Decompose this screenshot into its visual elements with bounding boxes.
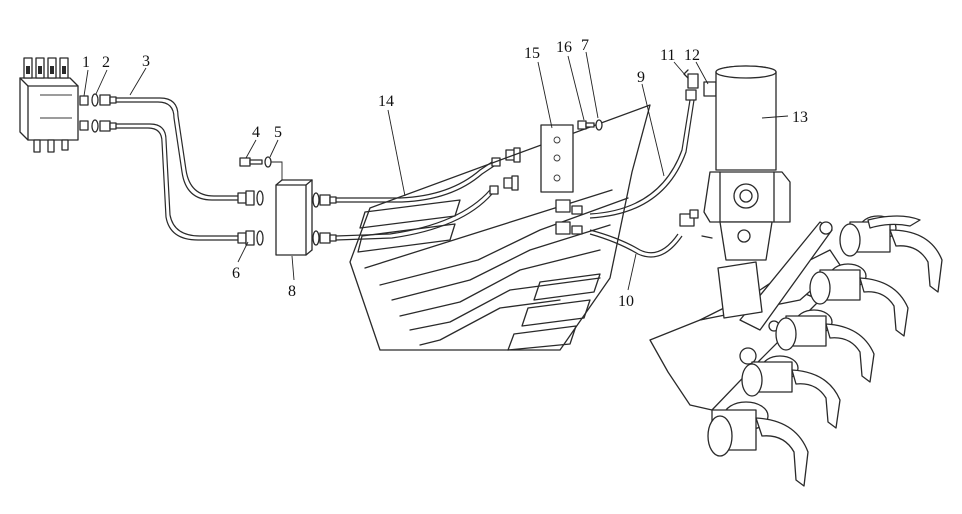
callout-15: 15 [524,45,540,62]
fitting-1-2-lower [79,119,117,133]
callout-5: 5 [274,124,282,141]
callout-7: 7 [581,37,589,54]
hose-10 [555,209,699,258]
callout-14: 14 [378,93,394,110]
elbow-fitting-11 [683,69,699,89]
bolt-16 [577,120,595,130]
frame-panel [349,104,651,351]
rotor-drum-3 [775,309,875,383]
callout-8: 8 [288,283,296,300]
fitting-12 [703,81,717,97]
rotor-drum-2 [809,263,909,337]
pin-near-cylinder [701,235,713,239]
callout-12: 12 [684,47,700,64]
callout-3: 3 [142,53,150,70]
callout-1: 1 [82,54,90,71]
callout-4: 4 [252,124,260,141]
callout-9: 9 [637,69,645,86]
callout-16: 16 [556,39,572,56]
rotor-drum-4 [741,355,841,429]
fitting-6-lower [237,230,264,246]
washer-7 [595,119,603,131]
hose-9 [555,89,697,219]
mounting-plate-15 [540,124,574,193]
hose-3-upper [116,97,238,201]
fitting-1-2-upper [79,93,117,107]
callout-11: 11 [660,47,675,64]
washer-5 [264,156,283,180]
callout-13: 13 [792,109,808,126]
callout-6: 6 [232,265,240,282]
tillage-frame [649,221,841,411]
fitting-block-8-right [312,192,337,246]
hydraulic-cylinder-13 [703,65,791,261]
bolt-4 [239,157,263,167]
control-valve-block [19,57,79,153]
valve-block-8 [275,179,313,256]
rotor-drum-5 [707,401,809,487]
hose-3-lower [116,123,238,241]
callout-2: 2 [102,54,110,71]
callout-10: 10 [618,293,634,310]
fitting-6-upper [237,190,264,206]
rotor-drum-1 [839,215,943,293]
leader-lines [83,51,789,291]
hose-lower-right [335,175,519,241]
